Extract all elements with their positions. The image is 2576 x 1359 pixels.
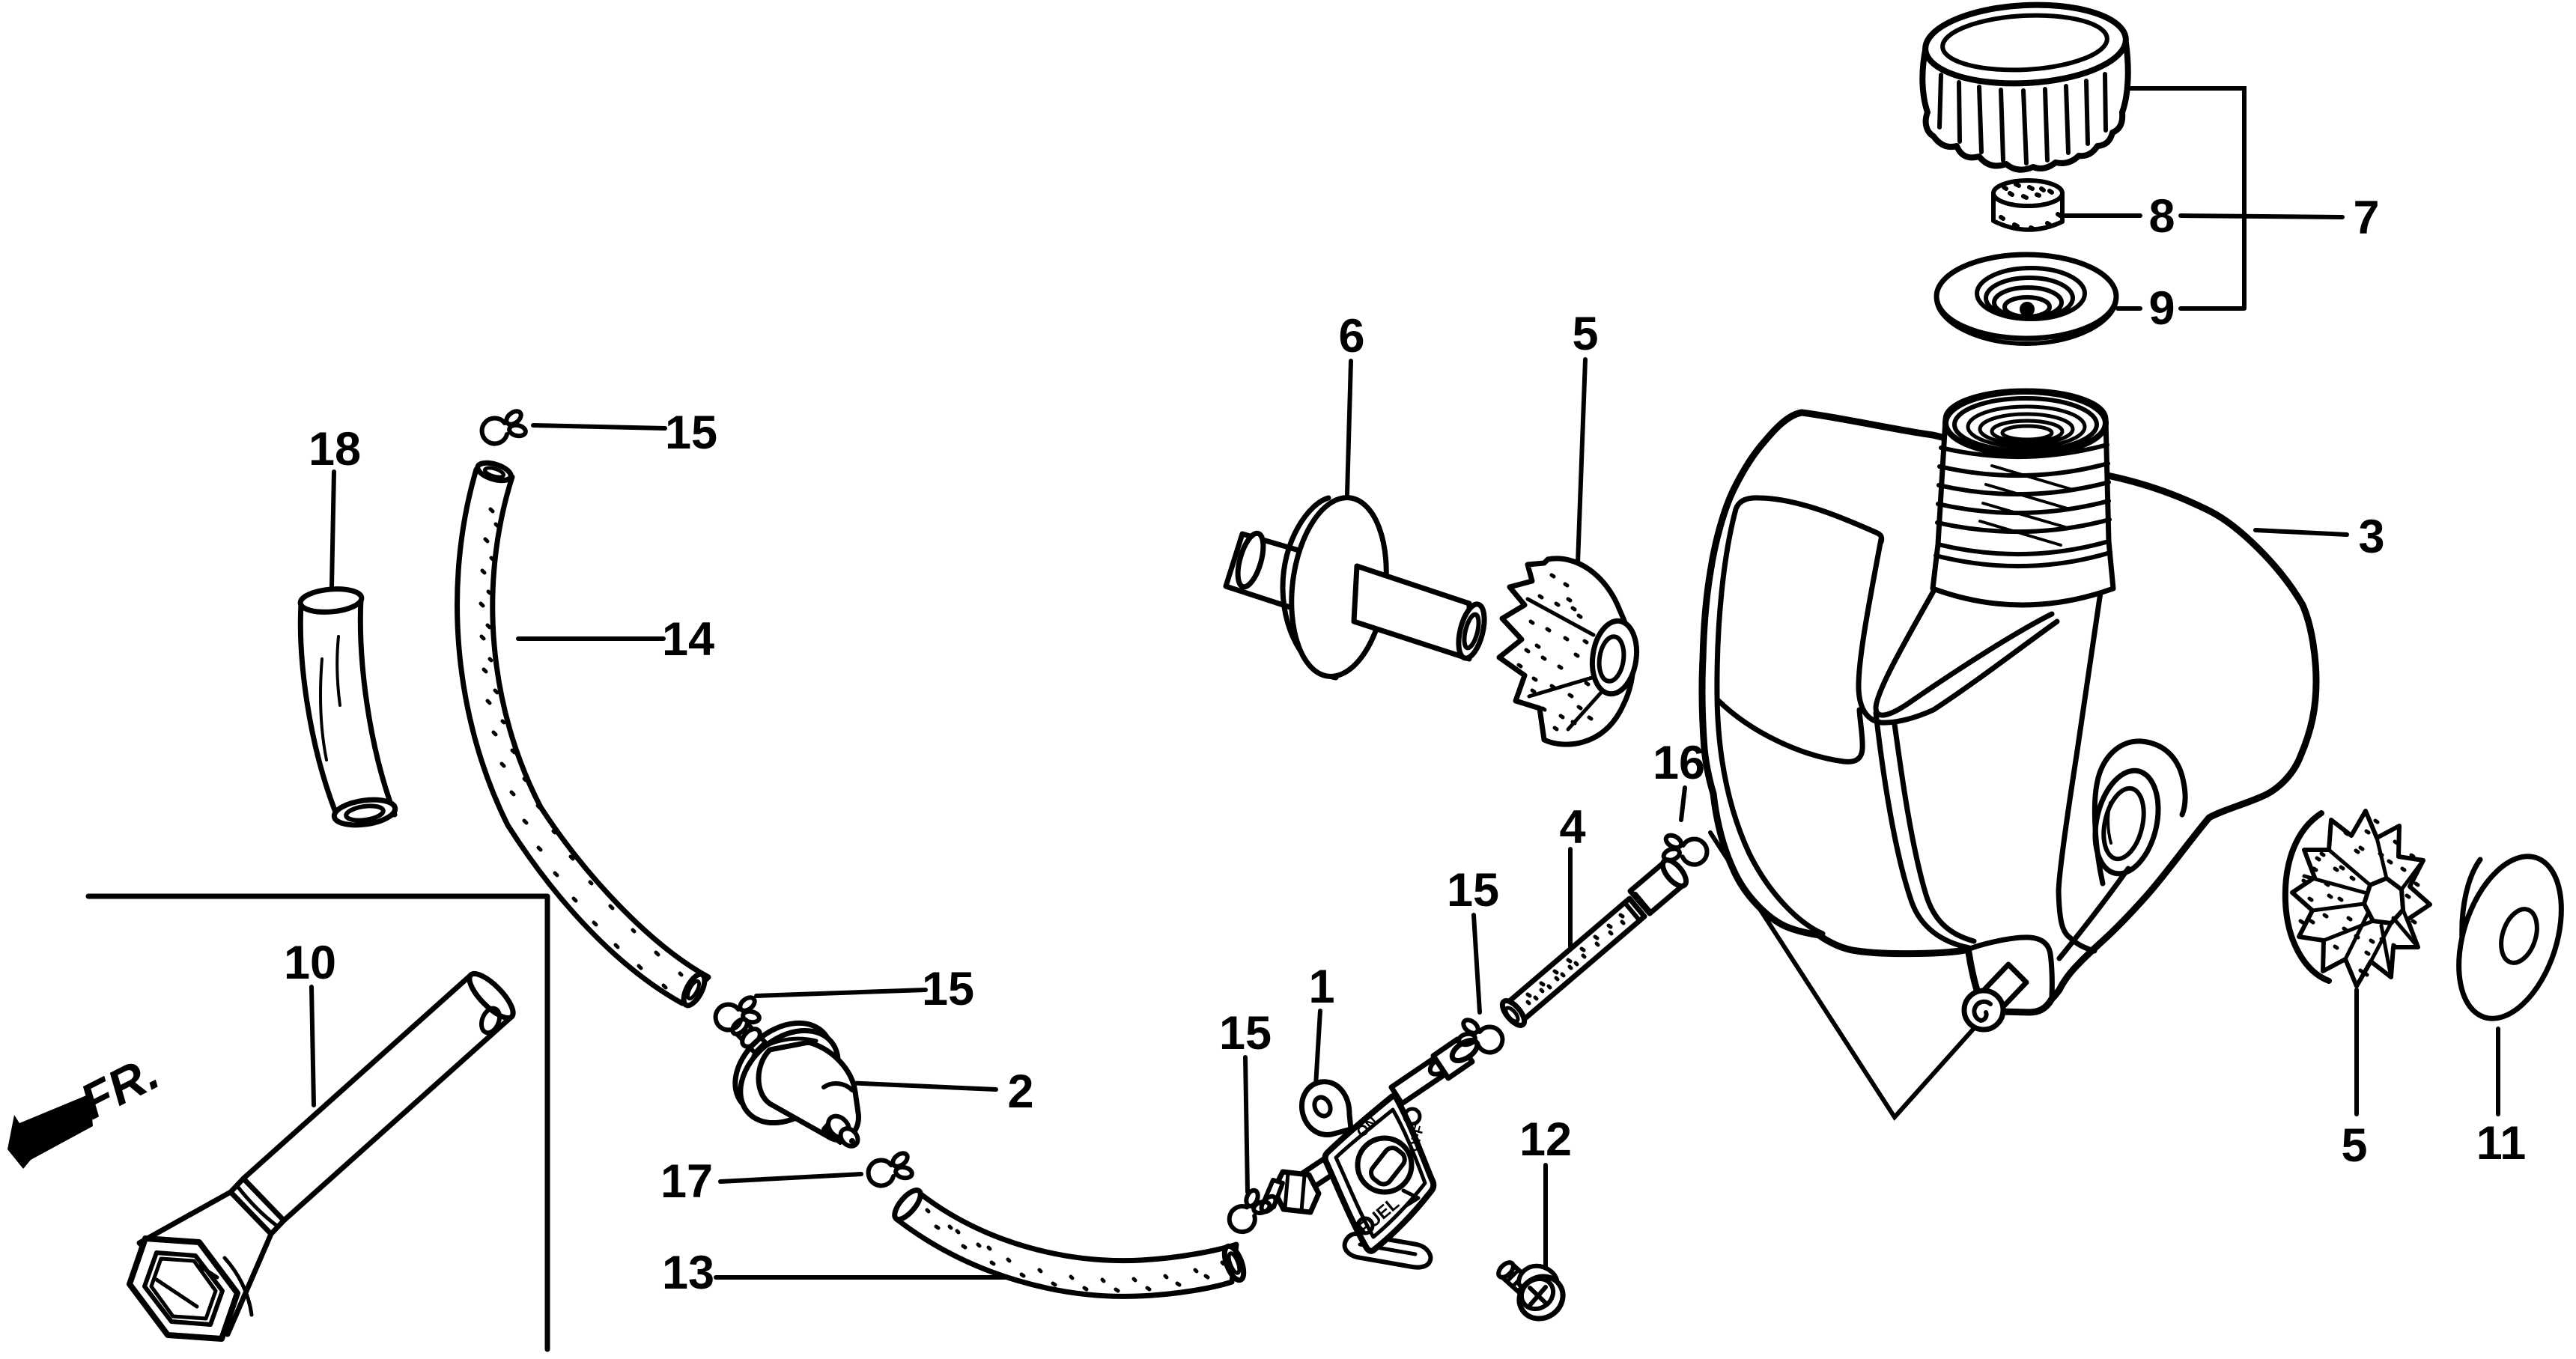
svg-text:13: 13 <box>662 1247 714 1299</box>
svg-text:1: 1 <box>1308 961 1334 1013</box>
svg-text:15: 15 <box>665 407 717 459</box>
svg-text:6: 6 <box>1338 310 1364 362</box>
svg-text:16: 16 <box>1653 737 1705 789</box>
svg-text:3: 3 <box>2358 511 2384 563</box>
svg-text:15: 15 <box>922 963 974 1015</box>
svg-text:7: 7 <box>2353 192 2379 244</box>
svg-text:18: 18 <box>309 423 361 475</box>
svg-text:2: 2 <box>1007 1065 1033 1118</box>
svg-text:9: 9 <box>2148 282 2175 335</box>
svg-text:17: 17 <box>660 1155 713 1208</box>
svg-text:11: 11 <box>2476 1117 2527 1170</box>
svg-text:4: 4 <box>1559 801 1585 854</box>
svg-text:5: 5 <box>2341 1119 2367 1172</box>
svg-text:14: 14 <box>662 613 714 666</box>
svg-text:12: 12 <box>1519 1113 1572 1166</box>
svg-text:10: 10 <box>284 937 336 989</box>
svg-text:15: 15 <box>1447 864 1499 916</box>
svg-text:8: 8 <box>2148 190 2175 243</box>
svg-text:15: 15 <box>1219 1007 1272 1059</box>
svg-text:5: 5 <box>1572 308 1598 360</box>
